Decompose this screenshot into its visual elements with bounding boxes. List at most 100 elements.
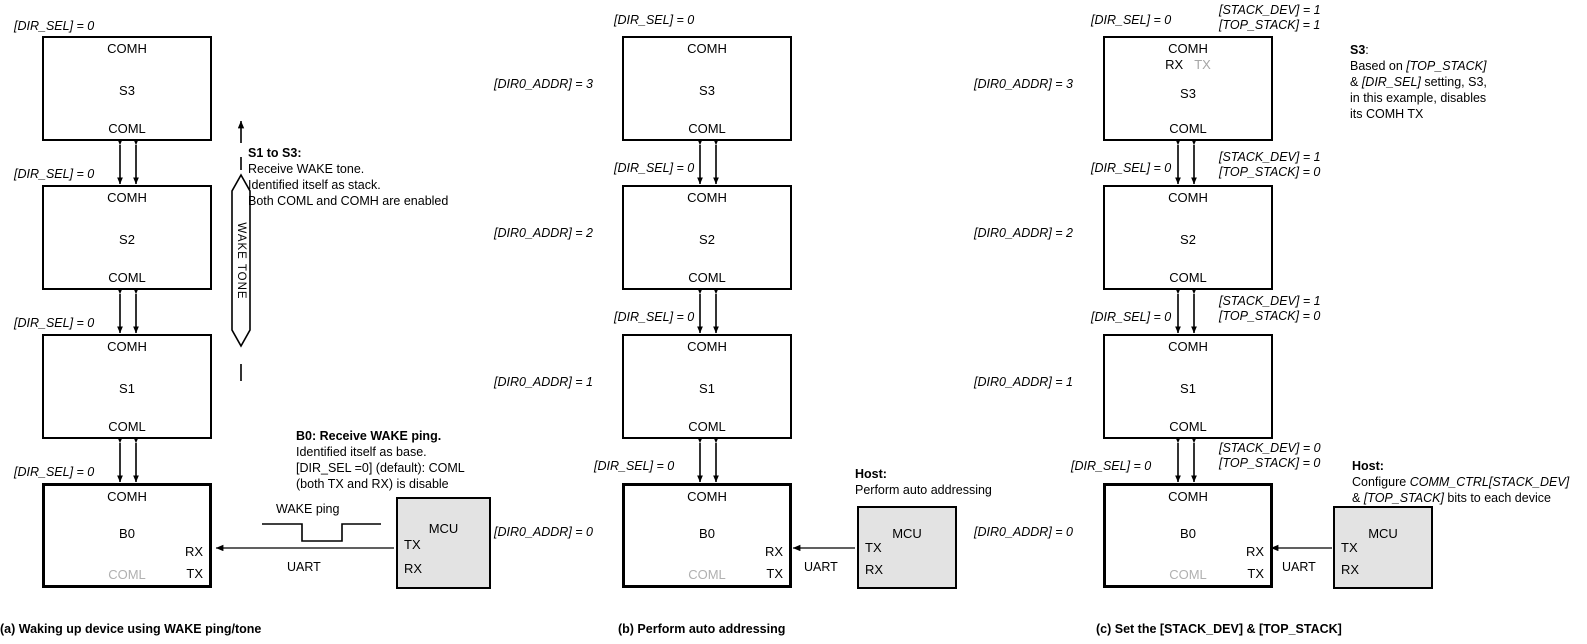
coml-label: COML [1169,121,1207,136]
base-note-line-1: Identified itself as base. [296,445,427,459]
panel-b-auto-addressing: [DIR_SEL] = 0 [DIR0_ADDR] = 3 COMH S3 CO… [494,0,1040,644]
panel-c-mcu[interactable]: MCU TX RX [1333,506,1433,589]
panel-c-s3-stack-dev-label: [STACK_DEV] = 1 [1219,3,1321,17]
panel-b-s1-addr-label: [DIR0_ADDR] = 1 [494,375,593,389]
s3-note-title: S3 [1350,43,1366,57]
panel-b-s3-addr-label: [DIR0_ADDR] = 3 [494,77,593,91]
panel-a-s1-dir-sel-label: [DIR_SEL] = 0 [14,316,95,330]
coml-label-disabled: COML [108,567,146,582]
stack-note-line-1: Receive WAKE tone. [248,162,365,176]
panel-b-mcu[interactable]: MCU TX RX [857,506,957,589]
host-note-line-1: Perform auto addressing [855,483,992,497]
panel-c-caption: (c) Set the [STACK_DEV] & [TOP_STACK] [1096,622,1342,636]
s3-note-line-3: in this example, disables [1350,91,1487,105]
comh-rx-tx-status: RX TX [1105,57,1271,72]
panel-c-device-s1[interactable]: COMH S1 COML [1103,334,1273,439]
panel-c-set-stack-dev-top-stack: [DIR_SEL] = 0 [DIR0_ADDR] = 3 [STACK_DEV… [974,0,1587,644]
panel-c-device-b0[interactable]: COMH B0 RX TX COML [1103,483,1273,588]
panel-a-s3-dir-sel-label: [DIR_SEL] = 0 [14,19,95,33]
coml-label-disabled: COML [688,567,726,582]
panel-b-caption: (b) Perform auto addressing [618,622,786,636]
panel-b-s2-dir-sel-label: [DIR_SEL] = 0 [614,161,695,175]
mcu-label: MCU [428,521,459,536]
comh-label: COMH [687,41,727,56]
panel-a-mcu[interactable]: MCU TX RX [396,497,491,589]
device-name: S1 [119,381,135,396]
panel-c-host-note: Host: Configure COMM_CTRL[STACK_DEV] & [… [1352,458,1569,506]
panel-c-uart-label: UART [1282,560,1316,574]
device-name: S1 [699,381,715,396]
device-name: S2 [699,232,715,247]
device-name: S3 [119,83,135,98]
panel-c-s1-dir-sel-label: [DIR_SEL] = 0 [1091,310,1172,324]
s3-note-colon: : [1365,43,1369,57]
coml-label-disabled: COML [1169,567,1207,582]
comh-label: COMH [687,489,727,504]
coml-label: COML [688,121,726,136]
panel-c-s1-addr-label: [DIR0_ADDR] = 1 [974,375,1073,389]
mcu-rx-label: RX [1341,562,1360,577]
panel-c-s2-dir-sel-label: [DIR_SEL] = 0 [1091,161,1172,175]
panel-b-b0-addr-label: [DIR0_ADDR] = 0 [494,525,593,539]
panel-b-uart-label: UART [804,560,838,574]
comh-label: COMH [687,190,727,205]
host-note-line-1: Configure COMM_CTRL[STACK_DEV] [1352,475,1570,489]
tx-pin-label: TX [1247,566,1264,581]
tx-pin-label: TX [186,566,203,581]
panel-b-device-s2[interactable]: COMH S2 COML [622,185,792,290]
panel-b-device-s1[interactable]: COMH S1 COML [622,334,792,439]
host-note-title: Host: [1352,459,1384,473]
panel-b-b0-dir-sel-label: [DIR_SEL] = 0 [594,459,675,473]
rx-pin-label: RX [1245,544,1264,559]
comh-rx-label: RX [1165,57,1184,72]
comh-label: COMH [107,339,147,354]
comh-label: COMH [1168,489,1208,504]
panel-c-s2-addr-label: [DIR0_ADDR] = 2 [974,226,1073,240]
coml-label: COML [688,419,726,434]
panel-a-b0-dir-sel-label: [DIR_SEL] = 0 [14,465,95,479]
panel-b-device-s3[interactable]: COMH S3 COML [622,36,792,141]
host-note-title: Host: [855,467,887,481]
panel-b-device-b0[interactable]: COMH B0 RX TX COML [622,483,792,588]
coml-label: COML [688,270,726,285]
panel-b-s1-dir-sel-label: [DIR_SEL] = 0 [614,310,695,324]
mcu-tx-label: TX [404,537,421,552]
rx-pin-label: RX [184,544,203,559]
panel-c-device-s2[interactable]: COMH S2 COML [1103,185,1273,290]
comh-tx-label-disabled: TX [1194,57,1211,72]
mcu-label: MCU [1368,526,1398,541]
panel-a-device-s2[interactable]: COMH S2 COML [42,185,212,290]
device-name: B0 [1180,526,1196,541]
panel-a-device-b0[interactable]: COMH B0 RX TX COML [42,483,212,588]
panel-a-wake-ping-label: WAKE ping [276,502,340,516]
wake-tone-label: WAKE TONE [235,222,247,300]
coml-label: COML [108,270,146,285]
panel-a-device-s3[interactable]: COMH S3 COML [42,36,212,141]
panel-c-b0-addr-label: [DIR0_ADDR] = 0 [974,525,1073,539]
coml-label: COML [1169,419,1207,434]
mcu-tx-label: TX [865,540,882,555]
tx-pin-label: TX [766,566,783,581]
panel-b-s3-dir-sel-label: [DIR_SEL] = 0 [614,13,695,27]
device-name: S3 [1180,86,1196,101]
panel-b-host-note: Host: Perform auto addressing [855,466,992,498]
comh-label: COMH [1168,339,1208,354]
comh-label: COMH [107,190,147,205]
mcu-label: MCU [892,526,922,541]
device-name: B0 [119,526,135,541]
device-name: S2 [1180,232,1196,247]
panel-c-s3-dir-sel-label: [DIR_SEL] = 0 [1091,13,1172,27]
stack-note-line-3: Both COML and COMH are enabled [248,194,449,208]
device-name: S2 [119,232,135,247]
coml-label: COML [108,121,146,136]
panel-a-stack-note: S1 to S3: Receive WAKE tone. Identified … [248,145,448,209]
device-name: S3 [699,83,715,98]
stack-note-line-2: Identified itself as stack. [248,178,381,192]
panel-a-device-s1[interactable]: COMH S1 COML [42,334,212,439]
panel-b-s2-addr-label: [DIR0_ADDR] = 2 [494,226,593,240]
base-note-line-2: [DIR_SEL =0] (default): COML [296,461,465,475]
s3-note-line-1: Based on [TOP_STACK] [1350,59,1487,73]
panel-c-s3-addr-label: [DIR0_ADDR] = 3 [974,77,1073,91]
device-name: B0 [699,526,715,541]
